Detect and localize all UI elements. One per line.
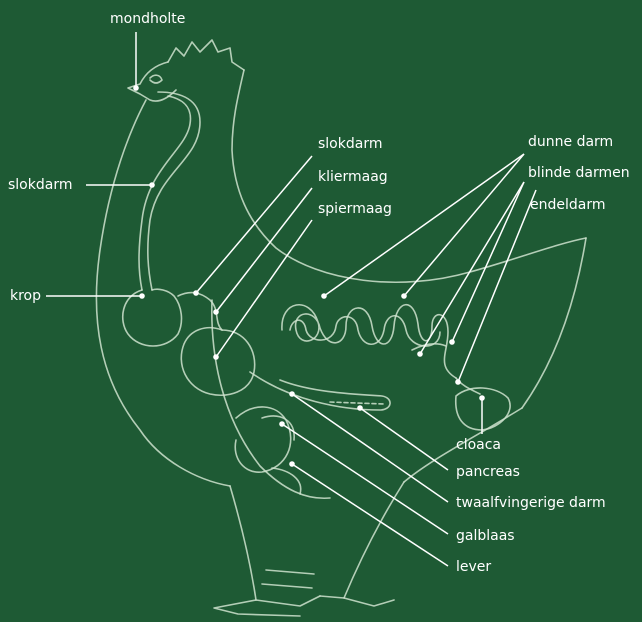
leader-blinde-darmen-2	[452, 182, 524, 342]
dot-blinde-darmen-1	[417, 351, 423, 357]
label-cloaca: cloaca	[456, 437, 501, 453]
dot-twaalfvingerige-darm	[289, 391, 295, 397]
label-dunne-darm: dunne darm	[528, 134, 613, 150]
label-twaalfvingerige-darm: twaalfvingerige darm	[456, 495, 606, 511]
label-lever: lever	[456, 559, 491, 575]
label-slokdarm-mid: slokdarm	[318, 136, 382, 152]
dot-dunne-darm-2	[401, 293, 407, 299]
leader-blinde-darmen-1	[420, 182, 524, 354]
leader-lines	[46, 32, 536, 566]
pointer-dots	[133, 85, 485, 467]
label-galblaas: galblaas	[456, 528, 515, 544]
leader-slokdarm-mid	[196, 156, 312, 293]
label-blinde-darmen: blinde darmen	[528, 165, 630, 181]
leader-galblaas	[282, 424, 448, 534]
dot-krop	[139, 293, 145, 299]
dot-kliermaag	[213, 309, 219, 315]
dot-blinde-darmen-2	[449, 339, 455, 345]
digestive-tract	[123, 92, 510, 494]
dot-slokdarm-mid	[193, 290, 199, 296]
dot-dunne-darm-1	[321, 293, 327, 299]
dot-pancreas	[357, 405, 363, 411]
dot-lever	[289, 461, 295, 467]
leader-pancreas	[360, 408, 448, 470]
leader-dunne-darm-2	[404, 154, 524, 296]
dot-slokdarm-left	[149, 182, 155, 188]
dot-spiermaag	[213, 354, 219, 360]
leader-lever	[292, 464, 448, 566]
label-pancreas: pancreas	[456, 464, 520, 480]
dot-galblaas	[279, 421, 285, 427]
label-mondholte: mondholte	[110, 11, 185, 27]
leader-kliermaag	[216, 188, 312, 312]
dot-mondholte	[133, 85, 139, 91]
label-kliermaag: kliermaag	[318, 169, 388, 185]
label-slokdarm-left: slokdarm	[8, 177, 72, 193]
label-endeldarm: endeldarm	[530, 197, 606, 213]
label-krop: krop	[10, 288, 41, 304]
dot-cloaca	[479, 395, 485, 401]
dot-endeldarm	[455, 379, 461, 385]
label-spiermaag: spiermaag	[318, 201, 392, 217]
